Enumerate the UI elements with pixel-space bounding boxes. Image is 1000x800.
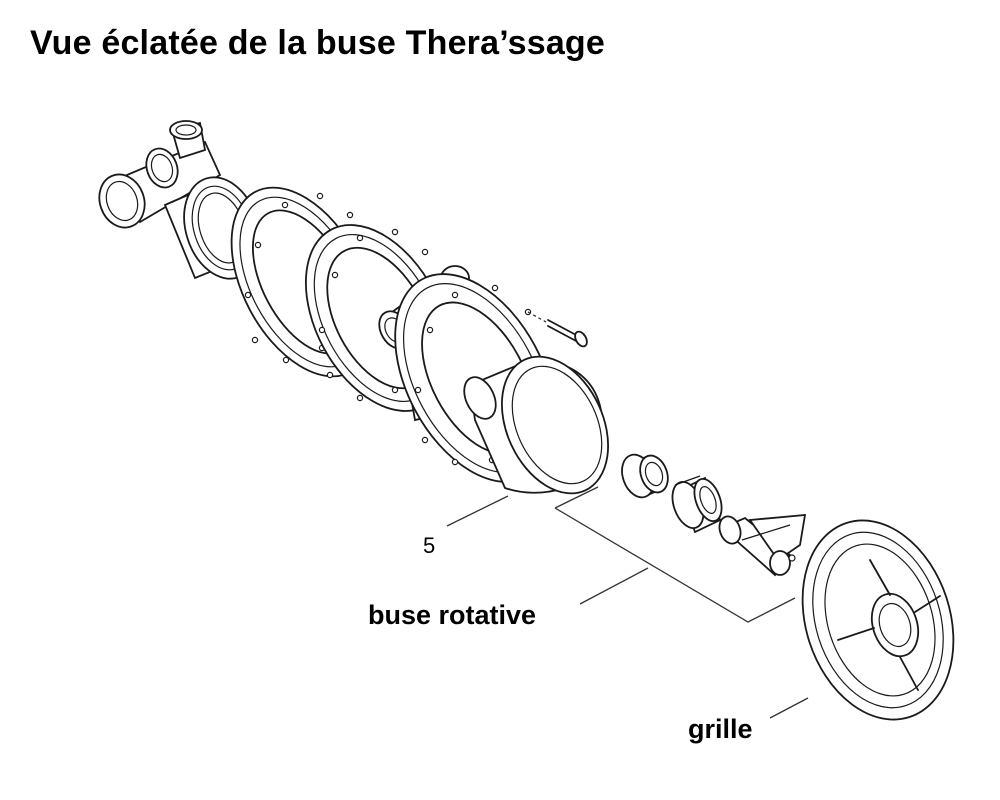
face-flange-with-cone [394, 273, 609, 495]
part-number-label: 5 [423, 533, 435, 558]
page-title: Vue éclatée de la buse Thera’ssage [30, 24, 606, 62]
nut [621, 453, 669, 499]
screw [527, 311, 588, 348]
grille-label: grille [688, 714, 753, 744]
leader-lines [446, 486, 809, 719]
rotating-jet-insert [718, 513, 807, 577]
grille [801, 519, 955, 721]
collar [671, 475, 723, 534]
rotating-nozzle-label: buse rotative [368, 600, 536, 630]
